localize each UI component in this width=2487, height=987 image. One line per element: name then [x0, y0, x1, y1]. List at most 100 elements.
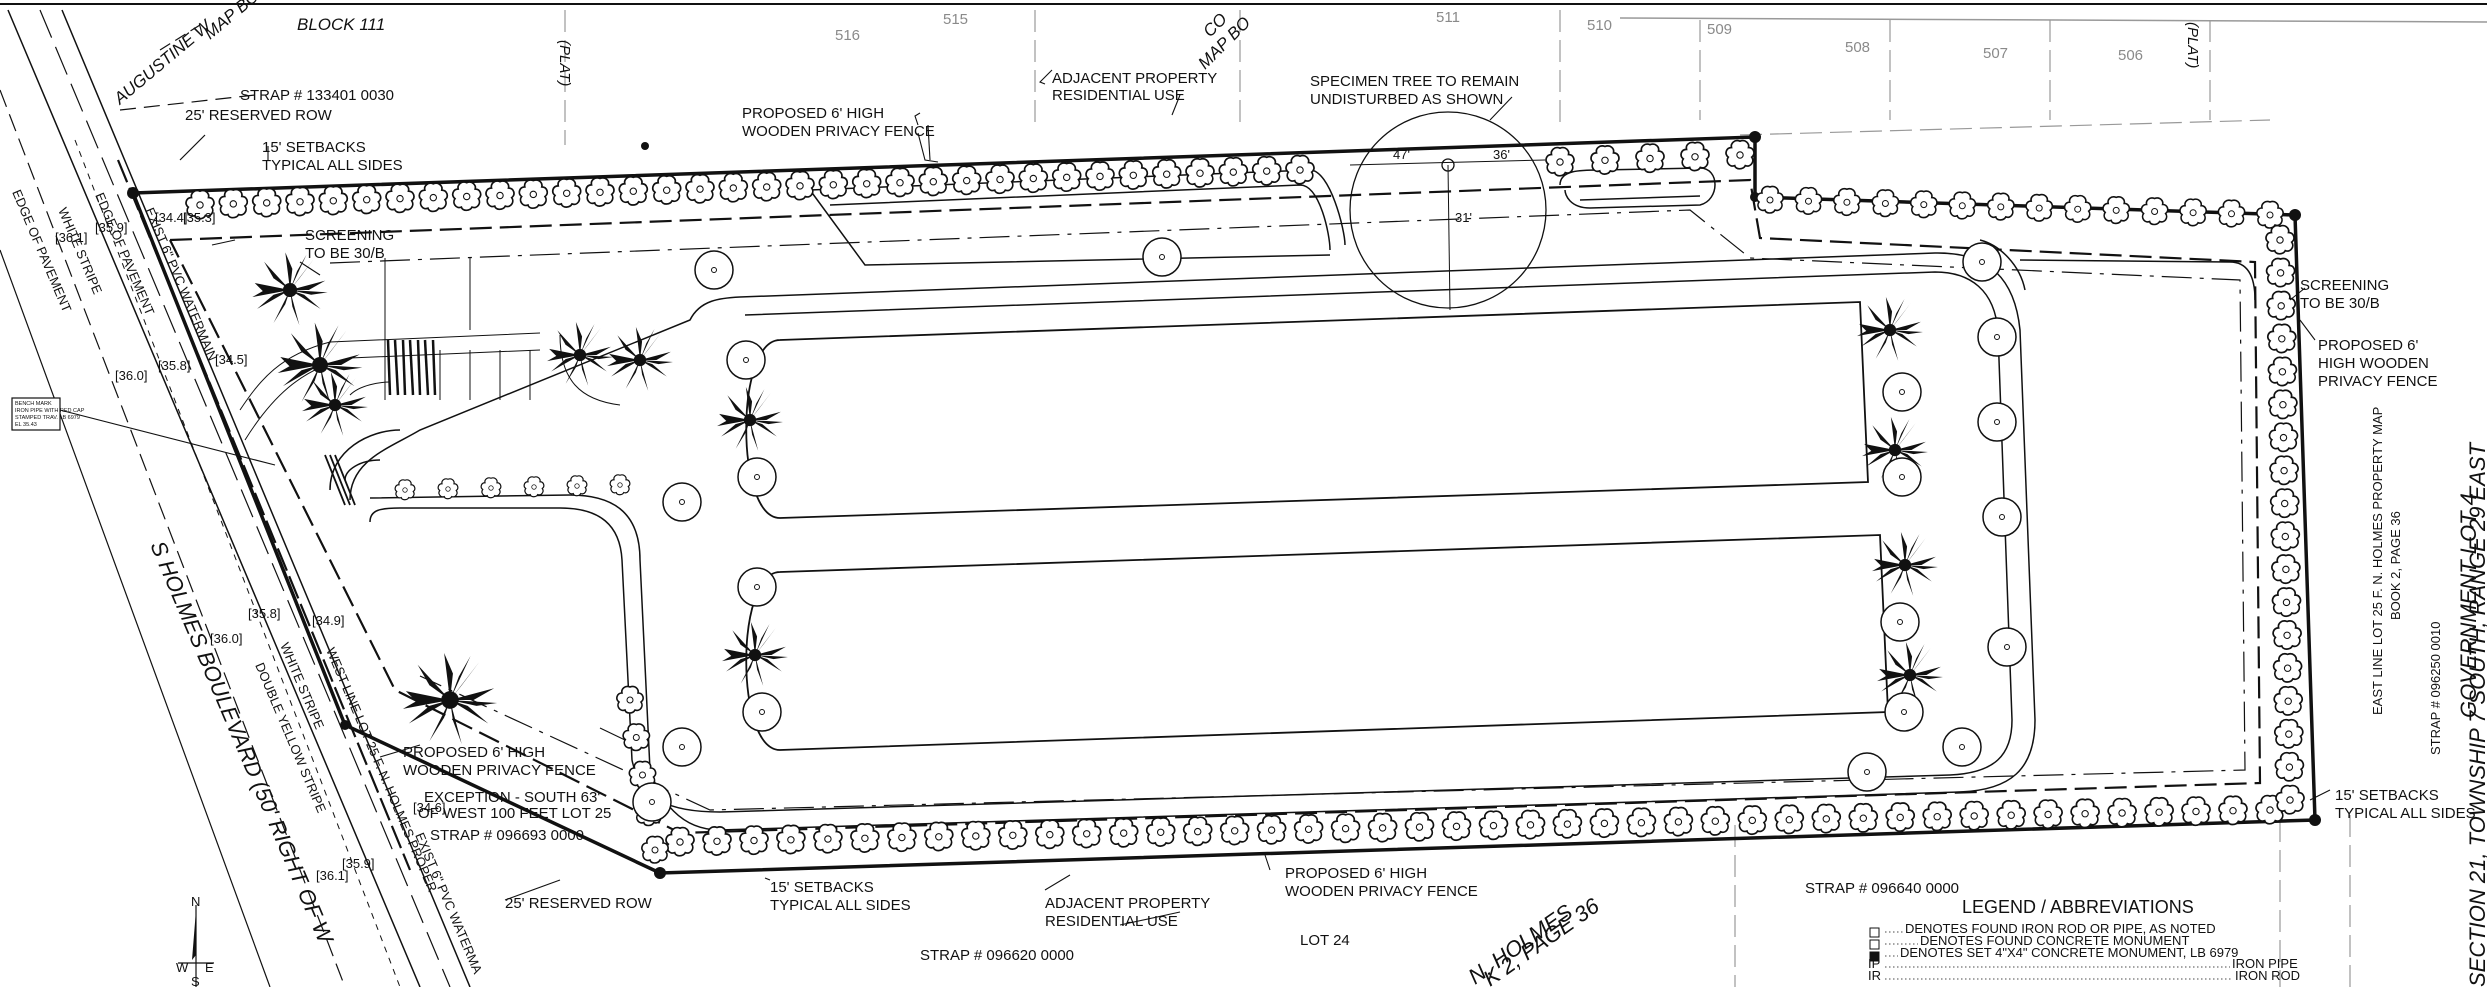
legend-item: DENOTES FOUND IRON ROD OR PIPE, AS NOTED [1905, 921, 2216, 936]
benchmark-text: STAMPED TRAV. LB 6979 [15, 415, 80, 421]
shrub [1404, 811, 1435, 842]
strap-label: STRAP # 096620 0000 [920, 947, 1074, 964]
shrub [951, 165, 982, 196]
specimen-tree-label: SPECIMEN TREE TO REMAIN [1310, 73, 1519, 90]
shrub [485, 180, 515, 211]
elevation-label: [34.9] [312, 613, 345, 628]
reserved-row-label: 25' RESERVED ROW [505, 895, 653, 912]
shrub [785, 170, 815, 201]
map-book-label: MAP BOOK [200, 0, 282, 43]
fence-label: PROPOSED 6' HIGH [403, 744, 545, 761]
shrub [1848, 802, 1879, 833]
compass-e: E [205, 960, 214, 975]
legend-item: DENOTES FOUND CONCRETE MONUMENT [1920, 933, 2189, 948]
legend-abbr: IP [1868, 956, 1880, 971]
shrub [1552, 808, 1583, 839]
shrub [394, 479, 416, 501]
shrub [1986, 192, 2015, 221]
shrub [1085, 161, 1115, 192]
benchmark-text: IRON PIPE WITH RED CAP [15, 408, 85, 414]
shrub [1108, 817, 1139, 848]
shrub [1182, 816, 1213, 847]
shrub [1590, 145, 1620, 175]
shrub [609, 474, 631, 496]
setbacks-label: 15' SETBACKS [770, 879, 874, 896]
shrub [418, 182, 449, 213]
shrub [1018, 163, 1049, 194]
shrub [651, 174, 682, 205]
fence-label: WOODEN PRIVACY FENCE [1285, 883, 1478, 900]
lot-number: 515 [943, 11, 968, 28]
shrub [1515, 809, 1546, 840]
shrub [2265, 224, 2295, 255]
shrub [1151, 158, 1182, 189]
shrub [1071, 818, 1102, 849]
strap-label: STRAP # 096640 0000 [1805, 880, 1959, 897]
shrub [566, 475, 588, 497]
plat-label-right: (PLAT) [2184, 22, 2201, 68]
fence-label: PRIVACY FENCE [2318, 373, 2437, 390]
shrub [924, 821, 954, 852]
shrub [1635, 143, 1665, 174]
shrub [1185, 157, 1215, 188]
shrub [2274, 751, 2305, 782]
fence-label: HIGH WOODEN [2318, 355, 2429, 372]
shrub [2179, 198, 2208, 227]
shrub [2025, 193, 2054, 222]
north-arrow: N W E S [176, 894, 214, 987]
shrub [1996, 799, 2026, 830]
holmes-label: K 2, PAGE 36 [1479, 893, 1605, 987]
strap-label: STRAP # 133401 0030 [240, 87, 394, 104]
shrub [1545, 146, 1575, 177]
shrub [618, 175, 649, 206]
shrub [1051, 162, 1082, 193]
shrub [641, 835, 669, 864]
fence-label: WOODEN PRIVACY FENCE [742, 123, 935, 140]
lot-number: 510 [1587, 17, 1612, 34]
shrub [2102, 196, 2131, 225]
reserved-row-label: 25' RESERVED ROW [185, 107, 333, 124]
shrub [665, 826, 695, 857]
building-pads [745, 301, 1889, 751]
lot-number: 509 [1707, 21, 1732, 38]
elevation-label: [36.0] [210, 631, 243, 646]
shrub [2272, 652, 2303, 683]
palm-trees [252, 252, 1943, 745]
elevation-label: [34.6] [413, 800, 446, 815]
shrub [1285, 154, 1315, 185]
legend-item: DENOTES SET 4"X4" CONCRETE MONUMENT, LB … [1900, 945, 2238, 960]
shrub [2267, 323, 2297, 354]
shrub [985, 164, 1015, 195]
strap-label: STRAP # 096250 0010 [2428, 622, 2443, 755]
screening-label: TO BE 30/B [305, 245, 385, 262]
adjacent-property-label: ADJACENT PROPERTY [1045, 895, 1210, 912]
dimension-label: 47' [1393, 147, 1410, 162]
lot-number: 516 [835, 27, 860, 44]
legend: LEGEND / ABBREVIATIONS DENOTES FOUND IRO… [1868, 897, 2300, 983]
shrub [1441, 811, 1472, 842]
shrub [751, 171, 782, 202]
shrub [1218, 156, 1249, 187]
shrub [523, 476, 545, 498]
shrub [2272, 620, 2302, 650]
elevation-label: [34.4] [155, 210, 188, 225]
watermain-label: EXIST 6" PVC WATERMA [412, 830, 485, 976]
shrub [251, 187, 282, 218]
shrub [2271, 554, 2301, 585]
shrub [1293, 814, 1324, 844]
shrub [2144, 796, 2174, 827]
legend-item: IRON ROD [2235, 968, 2300, 983]
block-label: BLOCK 111 [297, 15, 385, 34]
road-name-label: S HOLMES BOULEVARD (50' RIGHT OF W [145, 537, 339, 948]
shrub [616, 685, 644, 714]
shrub [1811, 803, 1842, 834]
shrub [1219, 815, 1250, 846]
shrub [885, 167, 915, 198]
shrub-row-top [185, 139, 1755, 220]
shrub [851, 168, 882, 199]
shrub [1478, 810, 1509, 841]
drive-aisles [329, 252, 2036, 831]
lot-number: 508 [1845, 39, 1870, 56]
shrub [1756, 185, 1784, 214]
